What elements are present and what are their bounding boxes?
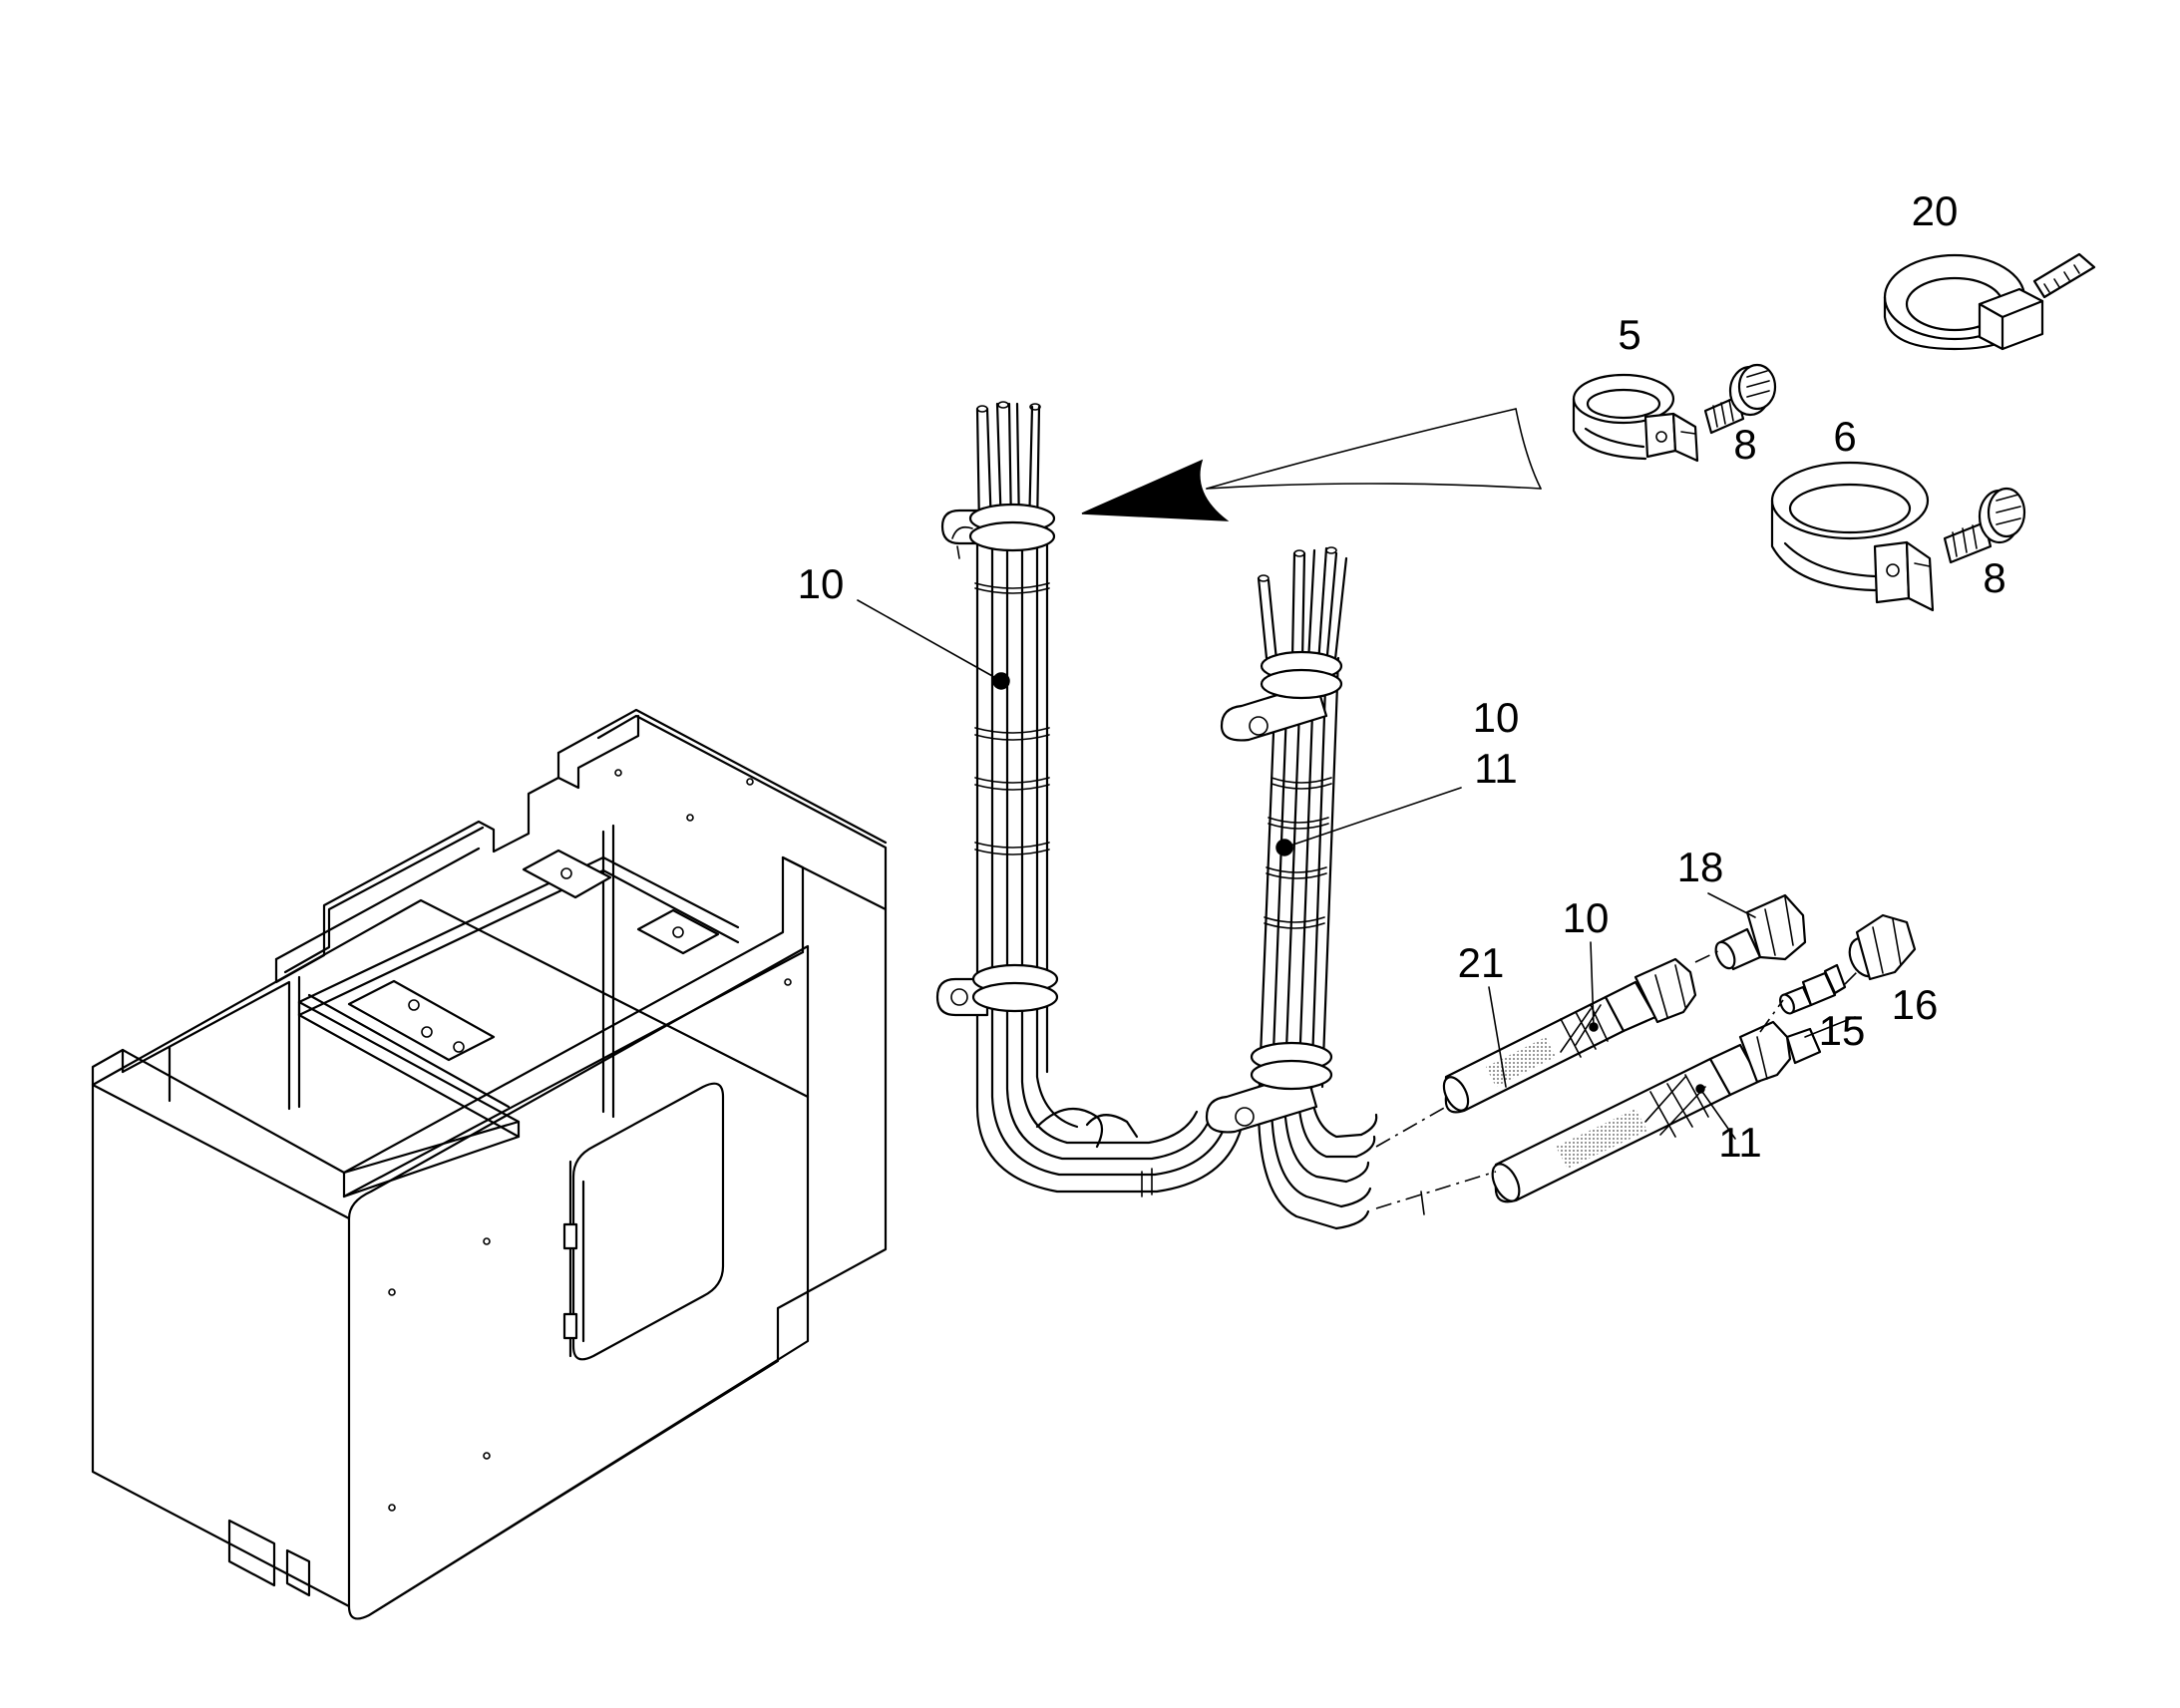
callout-11-hose: 11 [1718,1119,1762,1166]
detail-arrow [1081,408,1542,521]
callout-8-upper: 8 [1733,421,1756,468]
callout-20: 20 [1912,187,1959,234]
cable-bundle-left [935,401,1244,1197]
callout-8-lower: 8 [1983,554,2005,601]
callout-6: 6 [1833,413,1856,460]
hose-part-11 [1491,1020,1822,1203]
callout-labels: 20 5 8 6 8 10 10 11 18 10 21 15 16 11 [798,187,2006,1166]
pipe-clamp-part-6 [1770,461,1935,612]
hose-part-10 [1442,957,1697,1114]
callout-18: 18 [1677,844,1724,890]
center-lines [1375,949,1858,1215]
callout-10-left-bundle: 10 [798,560,845,607]
callout-21: 21 [1458,939,1505,986]
callout-10-hose: 10 [1563,894,1610,941]
nipple-part-15 [1779,963,1847,1015]
callout-15: 15 [1819,1007,1866,1054]
callout-5: 5 [1618,311,1640,358]
screw-part-8-lower [1943,487,2026,564]
callout-11-right-bundle: 11 [1474,745,1518,792]
screw-part-8-upper [1703,363,1777,435]
leader-lines [857,599,1856,1140]
cable-bundle-right [1205,546,1378,1230]
cable-tie-part-20 [1883,252,2096,351]
pipe-clamp-part-5 [1572,373,1699,463]
fitting-part-18 [1714,893,1807,971]
cabinet-frame [91,708,888,1620]
nut-part-16 [1848,913,1917,981]
callout-16: 16 [1892,981,1939,1028]
callout-10-right-bundle: 10 [1473,694,1520,741]
